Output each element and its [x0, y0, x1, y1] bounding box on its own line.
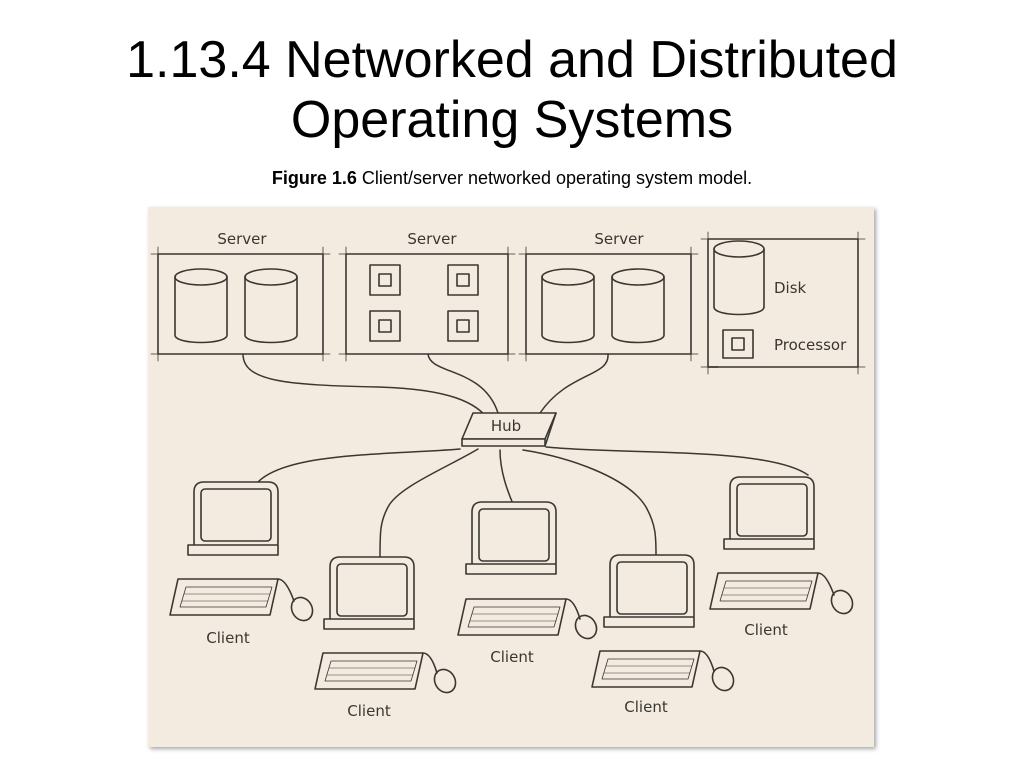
- monitor-icon: [187, 481, 279, 556]
- mouse-icon: [565, 598, 598, 640]
- client-4-label: Client: [624, 698, 668, 716]
- disk-icon: [174, 268, 228, 344]
- client-3: [457, 501, 598, 640]
- client-2-label: Client: [347, 702, 391, 720]
- server-1: [150, 246, 331, 362]
- mouse-icon: [699, 650, 735, 692]
- caption-figure-number: Figure 1.6: [271, 168, 357, 188]
- mouse-icon: [277, 578, 314, 622]
- network-diagram: Server Server Server Disk Processor Hub …: [148, 207, 874, 747]
- hub: [461, 412, 557, 447]
- server-2-label: Server: [407, 230, 457, 248]
- disk-icon: [611, 268, 665, 344]
- server-3: [518, 246, 699, 362]
- mouse-icon: [817, 572, 854, 615]
- processor-icon: [369, 264, 401, 296]
- figure-caption: Figure 1.6 Client/server networked opera…: [0, 168, 1024, 189]
- mouse-icon: [422, 652, 457, 694]
- client-2: [314, 556, 457, 694]
- legend-processor-label: Processor: [774, 336, 847, 354]
- hub-label: Hub: [491, 417, 521, 435]
- disk-icon: [541, 268, 595, 344]
- slide-title-line-1: 1.13.4 Networked and Distributed: [126, 31, 898, 89]
- client-1: [169, 481, 314, 622]
- keyboard-icon: [591, 650, 701, 688]
- server-2: [338, 246, 516, 362]
- keyboard-icon: [709, 572, 819, 610]
- keyboard-icon: [314, 652, 424, 690]
- server-3-label: Server: [594, 230, 644, 248]
- legend: [700, 231, 866, 375]
- processor-icon: [447, 264, 479, 296]
- monitor-icon: [723, 476, 815, 550]
- disk-icon: [244, 268, 298, 344]
- slide-title: 1.13.4 Networked and Distributed Operati…: [0, 30, 1024, 150]
- legend-disk-label: Disk: [774, 279, 807, 297]
- processor-icon: [369, 310, 401, 342]
- keyboard-icon: [457, 598, 567, 636]
- client-5-label: Client: [744, 621, 788, 639]
- network-cables: [242, 353, 809, 558]
- monitor-icon: [465, 501, 557, 575]
- caption-text: Client/server networked operating system…: [361, 168, 753, 188]
- client-5: [709, 476, 854, 615]
- keyboard-icon: [169, 578, 279, 616]
- monitor-icon: [603, 554, 695, 628]
- client-3-label: Client: [490, 648, 534, 666]
- server-1-label: Server: [217, 230, 267, 248]
- monitor-icon: [323, 556, 415, 630]
- legend-processor-icon: [722, 329, 754, 359]
- processor-icon: [447, 310, 479, 342]
- client-4: [591, 554, 735, 692]
- legend-disk-icon: [713, 240, 765, 316]
- client-1-label: Client: [206, 629, 250, 647]
- diagram-canvas: Server Server Server Disk Processor Hub …: [150, 230, 866, 720]
- slide-title-line-2: Operating Systems: [290, 91, 734, 149]
